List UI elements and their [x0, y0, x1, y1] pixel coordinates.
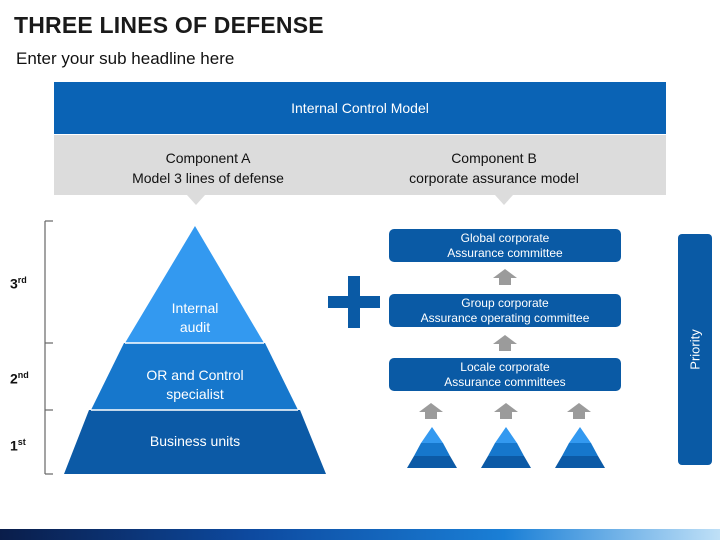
internal-control-model-bar: Internal Control Model	[54, 82, 666, 134]
committee-locale: Locale corporate Assurance committees	[389, 358, 621, 391]
mini-pyramid-icon	[555, 427, 605, 468]
component-a-name: Component A	[165, 150, 251, 166]
pyramid-middle-label: OR and Control specialist	[146, 367, 244, 402]
priority-bar	[678, 234, 712, 465]
level-bracket	[44, 220, 53, 475]
pyramid-top-label: Internal audit	[171, 300, 219, 335]
internal-control-model-label: Internal Control Model	[291, 100, 429, 116]
component-b-desc: corporate assurance model	[409, 170, 579, 186]
priority-label: Priority	[687, 329, 703, 370]
pyramid-tier-bottom	[64, 410, 326, 474]
up-arrow-icon	[493, 335, 517, 351]
component-a-pointer	[187, 195, 205, 205]
mini-pyramid-icon	[407, 427, 457, 468]
level-3-label: 3rd	[10, 275, 27, 292]
up-arrow-icon	[419, 403, 443, 419]
plus-icon	[328, 276, 380, 328]
page-subtitle: Enter your sub headline here	[16, 49, 235, 68]
component-b-name: Component B	[451, 150, 537, 166]
level-2-label: 2nd	[10, 370, 29, 387]
component-b-pointer	[495, 195, 513, 205]
pyramid-bottom-label: Business units	[149, 433, 241, 449]
component-a: Component A Model 3 lines of defense	[68, 148, 348, 188]
committee-group: Group corporate Assurance operating comm…	[389, 294, 621, 327]
pyramid-tier-top	[125, 226, 264, 343]
mini-pyramid-icon	[481, 427, 531, 468]
components-panel: Component A Model 3 lines of defense Com…	[54, 135, 666, 195]
committee-global: Global corporate Assurance committee	[389, 229, 621, 262]
up-arrow-icon	[493, 269, 517, 285]
level-1-label: 1st	[10, 437, 26, 454]
pyramid-tier-middle	[91, 343, 298, 410]
page-title: THREE LINES OF DEFENSE	[14, 12, 324, 38]
up-arrow-icon	[494, 403, 518, 419]
footer-gradient-bar	[0, 529, 720, 540]
up-arrow-icon	[567, 403, 591, 419]
component-b: Component B corporate assurance model	[354, 148, 634, 188]
component-a-desc: Model 3 lines of defense	[132, 170, 284, 186]
